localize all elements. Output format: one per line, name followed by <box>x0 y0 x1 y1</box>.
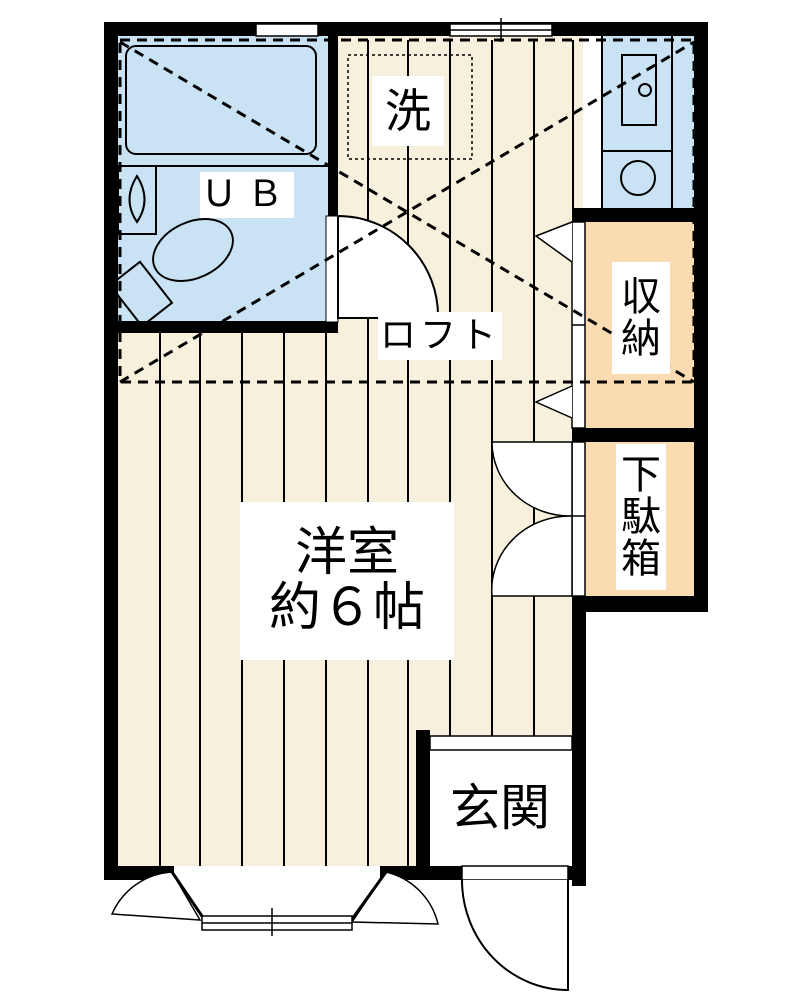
loft-outline <box>118 38 696 384</box>
window-bath[interactable] <box>255 23 319 37</box>
western-room-size: 約６帖 <box>268 578 425 638</box>
bathtub <box>125 45 317 155</box>
kitchen-area <box>602 36 694 208</box>
washing-machine-space <box>347 54 473 160</box>
storage-char-2: 納 <box>621 316 661 362</box>
shoe-box-doors[interactable] <box>490 441 586 597</box>
faucet-icon <box>638 83 652 97</box>
shoe-box-char-2: 駄 <box>621 494 661 540</box>
western-room-label: 洋室 約６帖 <box>240 502 454 660</box>
entrance-floor <box>430 736 572 866</box>
toilet-tank <box>108 260 174 328</box>
shoe-box-label: 下 駄 箱 <box>616 444 666 590</box>
washer-label: 洗 <box>372 76 444 146</box>
stove-burner-icon <box>620 160 656 196</box>
western-room-name: 洋室 <box>294 523 399 584</box>
basin-bowl-icon <box>128 174 146 224</box>
bay-window-doors[interactable] <box>110 871 439 936</box>
shoe-box-char-3: 箱 <box>621 536 661 582</box>
entrance-label: 玄関 <box>450 778 550 837</box>
kitchen-sink <box>621 54 657 126</box>
window-top[interactable] <box>449 18 553 42</box>
storage-label: 収 納 <box>612 262 670 374</box>
toilet-icon <box>152 218 234 282</box>
bath-door[interactable] <box>325 215 339 323</box>
entrance-door[interactable] <box>461 865 569 992</box>
unit-bath-label: ＵＢ <box>200 172 294 218</box>
bath-door-swing <box>337 214 440 319</box>
closet-doors[interactable] <box>534 221 586 429</box>
loft-label: ロフト <box>378 312 502 360</box>
shoe-box-char-1: 下 <box>621 452 661 498</box>
storage-char-1: 収 <box>621 274 661 320</box>
